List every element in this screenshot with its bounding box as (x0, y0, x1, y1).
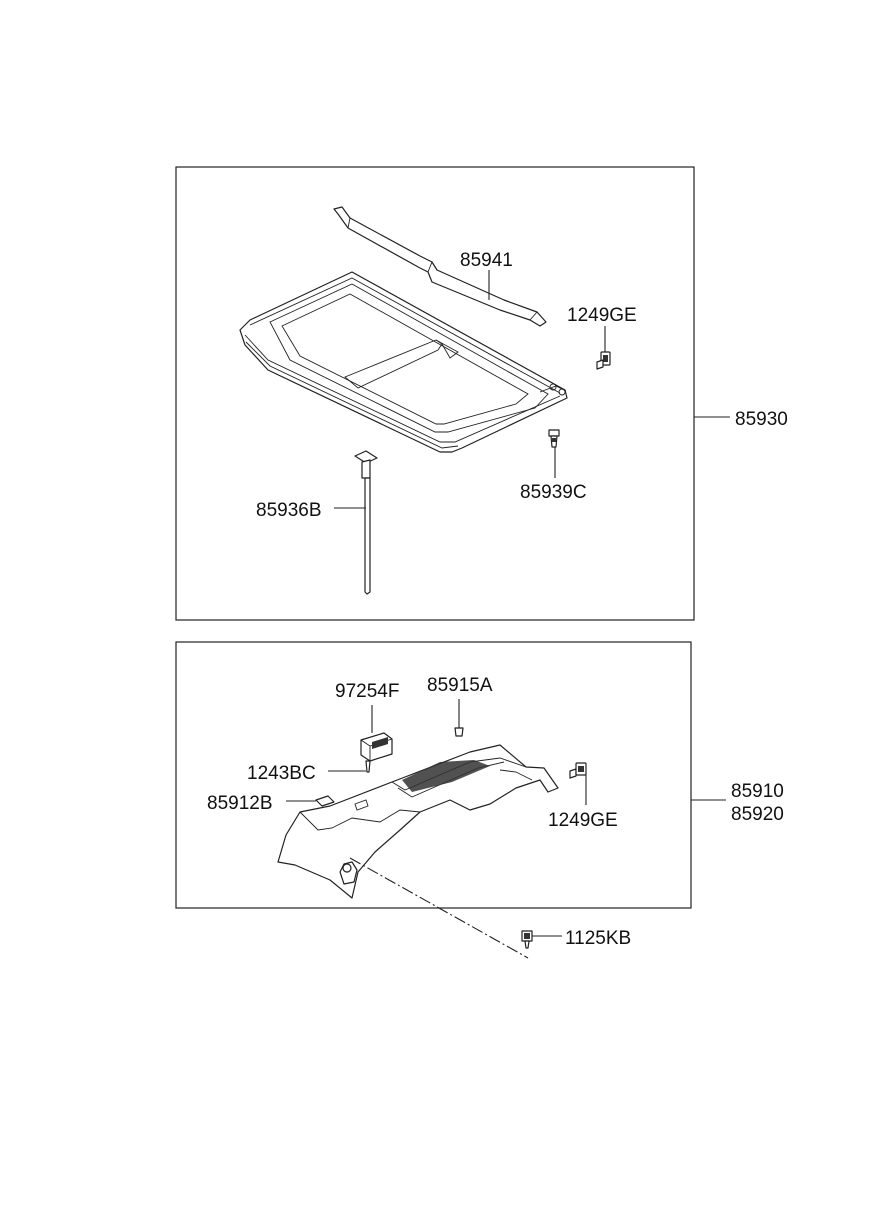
plate-85912b (286, 795, 335, 807)
label-85920: 85920 (731, 804, 784, 825)
label-1243bc: 1243BC (247, 763, 316, 784)
label-1249ge-top: 1249GE (567, 305, 637, 326)
rail-strip-85941 (333, 206, 547, 327)
lower-group-frame (175, 641, 692, 909)
upper-group-frame (175, 166, 695, 621)
label-1249ge-bottom: 1249GE (548, 810, 618, 831)
screw-1249ge-top (596, 326, 611, 370)
label-85939c: 85939C (520, 482, 587, 503)
support-rod-85936b (334, 450, 378, 595)
package-tray-panel (239, 271, 568, 453)
label-85912b: 85912B (207, 793, 273, 814)
screw-1125kb (521, 930, 562, 949)
trim-cover-panel (277, 744, 559, 899)
label-85936b: 85936B (256, 500, 322, 521)
bracket-97254f (360, 705, 393, 773)
projection-line-1125kb (349, 857, 529, 959)
label-1125kb: 1125KB (565, 928, 631, 949)
clip-85915a (454, 699, 464, 737)
label-85930: 85930 (735, 409, 788, 430)
screw-1249ge-bottom (569, 762, 587, 805)
bolt-85939c (548, 429, 560, 478)
label-85910: 85910 (731, 781, 784, 802)
label-85915a: 85915A (427, 675, 493, 696)
label-85941: 85941 (460, 250, 513, 271)
label-97254f: 97254F (335, 681, 399, 702)
